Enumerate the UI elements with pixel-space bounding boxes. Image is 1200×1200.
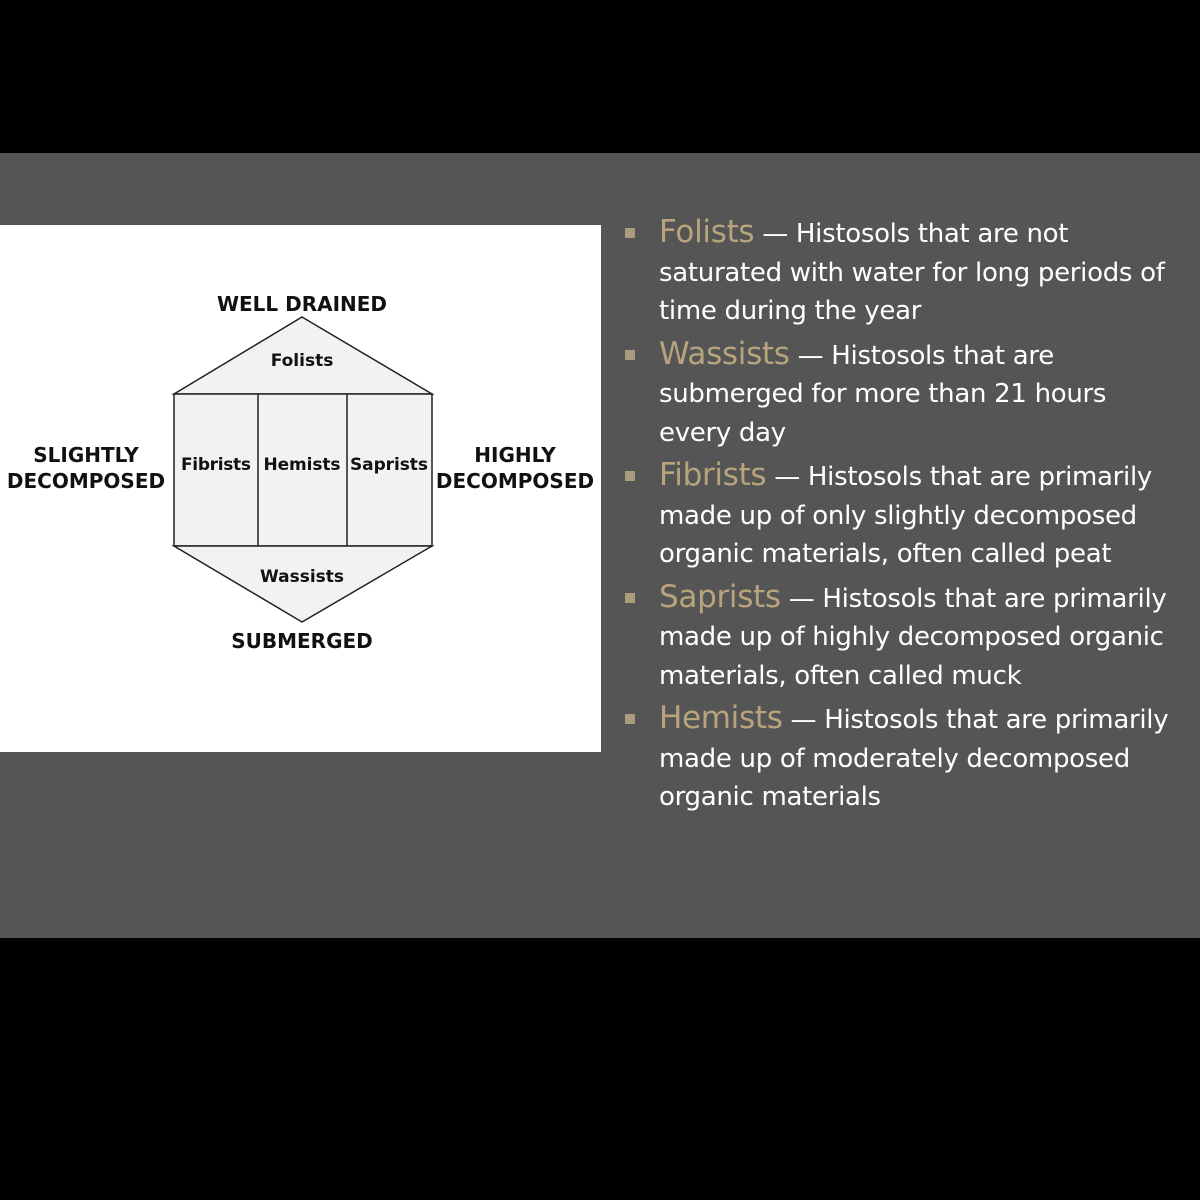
bullet-term: Folists <box>659 214 755 250</box>
left-label-line1: SLIGHTLY <box>33 443 139 467</box>
bullet-square-icon <box>625 349 635 360</box>
bullet-wassists: Wassists — Histosols that are submerged … <box>622 335 1182 453</box>
bullet-folists: Folists — Histosols that are not saturat… <box>622 213 1182 331</box>
bullet-description: — Histosols that are not saturated with … <box>659 219 1165 326</box>
bullet-square-icon <box>625 714 635 724</box>
slide: WELL DRAINED SUBMERGED SLIGHTLY DECOMPOS… <box>0 153 1200 938</box>
bullet-square-icon <box>625 471 635 481</box>
bullet-square-icon <box>625 592 635 603</box>
left-label-line2: DECOMPOSED <box>7 469 165 493</box>
bullet-description: — Histosols that are primarily made up o… <box>659 583 1167 691</box>
bullet-description: — Histosols that are primarily made up o… <box>659 705 1169 812</box>
right-label-line1: HIGHLY <box>474 443 556 467</box>
bullet-description: — Histosols that are submerged for more … <box>659 340 1107 448</box>
bullet-term: Fibrists <box>659 457 767 493</box>
wassists-region <box>171 545 435 623</box>
histosol-bullet-list: Folists — Histosols that are not saturat… <box>622 213 1182 821</box>
cell-hemists: Hemists <box>264 455 341 475</box>
bullet-saprists: Saprists — Histosols that are primarily … <box>622 578 1182 696</box>
bullet-hemists: Hemists — Histosols that are primarily m… <box>622 699 1182 817</box>
cell-wassists: Wassists <box>260 567 344 587</box>
bullet-term: Wassists <box>659 335 790 372</box>
bullet-term: Hemists <box>659 700 783 736</box>
bottom-label: SUBMERGED <box>231 629 373 653</box>
diagram-svg: WELL DRAINED SUBMERGED SLIGHTLY DECOMPOS… <box>7 292 594 653</box>
bullet-fibrists: Fibrists — Histosols that are primarily … <box>622 456 1182 574</box>
cell-folists: Folists <box>271 351 334 371</box>
right-label-line2: DECOMPOSED <box>436 469 594 493</box>
bullet-term: Saprists <box>659 578 781 615</box>
top-label: WELL DRAINED <box>217 292 387 316</box>
bullet-square-icon <box>625 228 635 238</box>
middle-region <box>173 393 433 547</box>
bullet-description: — Histosols that are primarily made up o… <box>659 462 1152 569</box>
histosol-diagram: WELL DRAINED SUBMERGED SLIGHTLY DECOMPOS… <box>0 225 601 752</box>
cell-fibrists: Fibrists <box>181 455 251 475</box>
cell-saprists: Saprists <box>350 455 428 475</box>
